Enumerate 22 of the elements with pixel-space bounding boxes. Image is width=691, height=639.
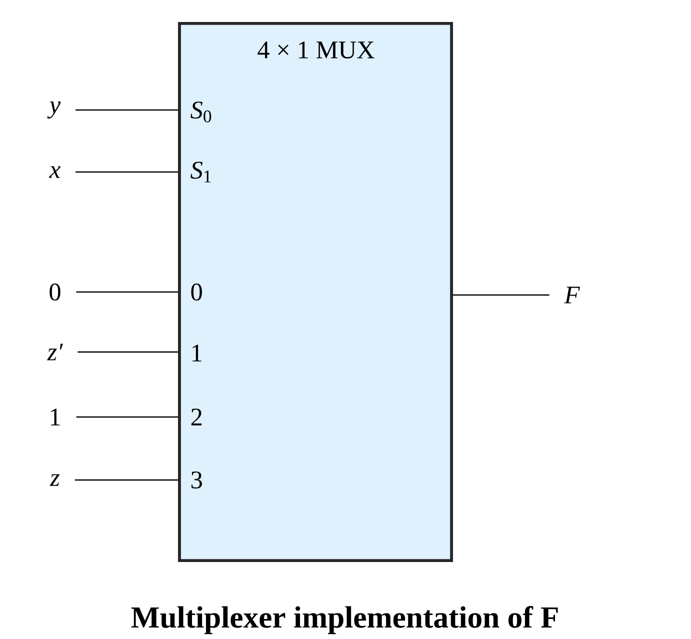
block-title: 4 × 1 MUX xyxy=(258,42,374,58)
wire xyxy=(76,416,178,418)
pin-label: S$_{1}$ xyxy=(190,162,211,182)
signal-label: F xyxy=(564,286,580,304)
signal-label: x xyxy=(49,166,60,178)
pin-label: 1 xyxy=(192,344,202,362)
wire xyxy=(453,294,550,296)
signal-label: y xyxy=(47,101,61,119)
signal-label: z xyxy=(50,474,60,486)
wire xyxy=(76,109,178,111)
signal-label: 1 xyxy=(50,408,60,426)
wire xyxy=(78,351,178,353)
signal-label: 0 xyxy=(50,283,60,301)
signal-label: z′ xyxy=(47,344,64,360)
wire xyxy=(76,291,178,293)
wire xyxy=(74,479,178,481)
wire xyxy=(76,171,178,173)
pin-label: S$_{0}$ xyxy=(190,102,212,122)
pin-label: 2 xyxy=(191,408,202,426)
pin-label: 3 xyxy=(191,472,202,489)
caption: Multiplexer implementation of F xyxy=(131,606,558,634)
pin-label: 0 xyxy=(191,283,202,301)
